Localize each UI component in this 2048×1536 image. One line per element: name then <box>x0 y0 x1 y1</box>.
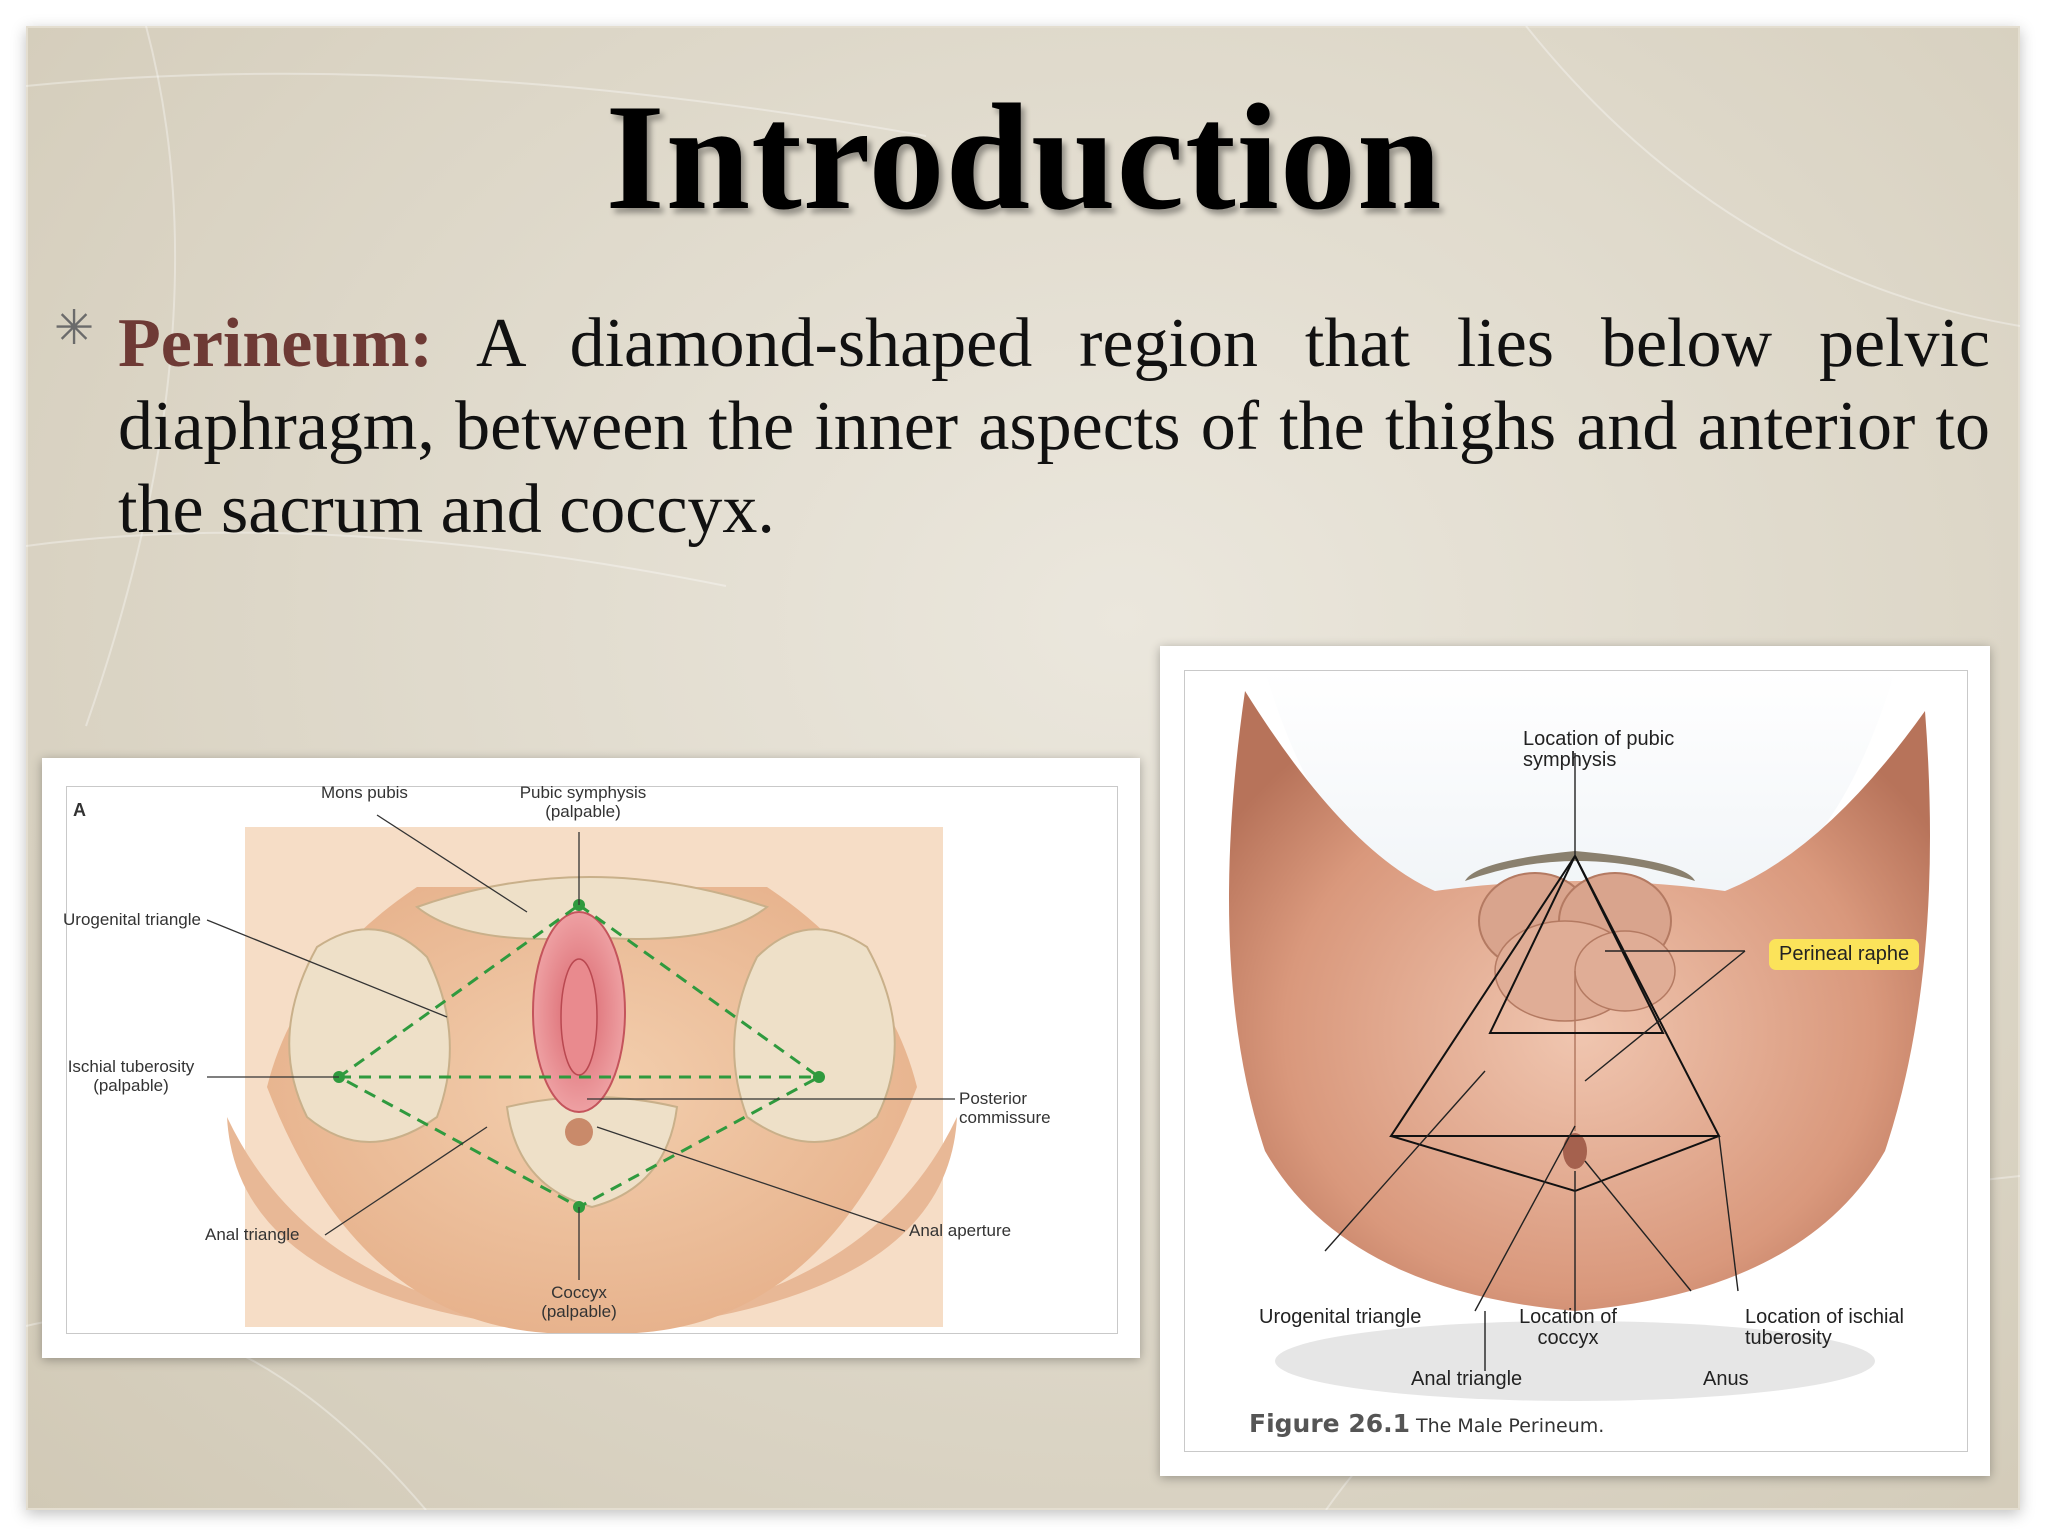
label-anal-triangle-male: Anal triangle <box>1411 1368 1523 1390</box>
slide-title: Introduction <box>605 73 1443 241</box>
label-coccyx: Coccyx (palpable) <box>541 1283 617 1321</box>
female-figure-frame: A Mons pubis Pubic symphysis (palpable) … <box>63 783 1118 1334</box>
male-perineum-figure: Location of pubic symphysis Perineal rap… <box>1160 646 1990 1476</box>
panel-letter: A <box>73 800 86 820</box>
female-perineum-illustration <box>206 814 957 1333</box>
label-perineal-raphe: Perineal raphe <box>1769 939 1920 970</box>
male-figure-frame: Location of pubic symphysis Perineal rap… <box>1184 670 1968 1452</box>
label-urogenital-triangle: Urogenital triangle <box>63 910 201 929</box>
label-location-pubic-symphysis: Location of pubic symphysis <box>1523 728 1675 771</box>
label-posterior-commissure: Posterior commissure <box>959 1089 1051 1127</box>
label-anal-aperture: Anal aperture <box>909 1221 1012 1240</box>
caption-number: Figure 26.1 <box>1249 1409 1411 1438</box>
male-perineum-illustration <box>1185 671 1967 1451</box>
label-anus: Anus <box>1703 1368 1749 1390</box>
bullet-asterisk-icon: ✳ <box>54 300 95 356</box>
label-mons-pubis: Mons pubis <box>321 783 408 802</box>
label-anal-triangle: Anal triangle <box>205 1225 300 1244</box>
term-perineum: Perineum: <box>118 305 433 382</box>
definition-paragraph: Perineum: A diamond-shaped region that l… <box>118 302 1990 551</box>
female-perineum-figure: A Mons pubis Pubic symphysis (palpable) … <box>42 758 1140 1358</box>
label-pubic-symphysis: Pubic symphysis (palpable) <box>519 783 647 821</box>
caption-text: The Male Perineum. <box>1416 1415 1605 1437</box>
label-location-ischial-tuberosity: Location of ischial tuberosity <box>1745 1306 1904 1349</box>
label-ischial-tuberosity: Ischial tuberosity (palpable) <box>67 1057 195 1095</box>
definition-text: A diamond-shaped region that lies below … <box>118 305 1990 548</box>
label-urogenital-triangle-male: Urogenital triangle <box>1259 1306 1422 1328</box>
label-location-coccyx: Location of coccyx <box>1519 1306 1617 1349</box>
